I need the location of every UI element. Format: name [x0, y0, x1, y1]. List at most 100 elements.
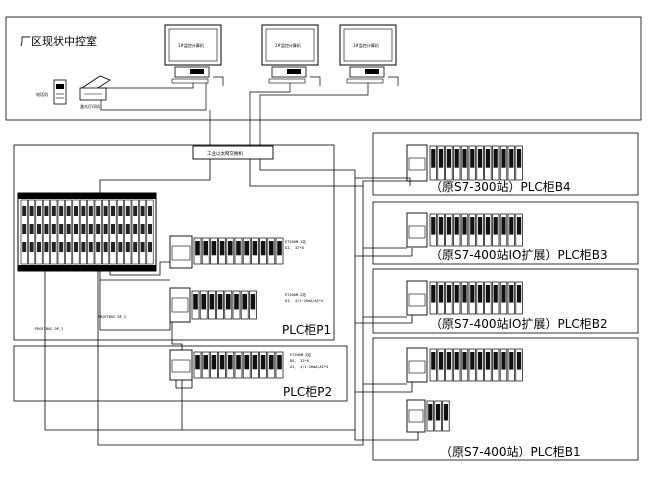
- io-module-face: [485, 149, 490, 168]
- io-module-face: [228, 355, 233, 370]
- io-module-face: [277, 355, 282, 370]
- io-module-face: [260, 355, 266, 370]
- io-module-face: [485, 352, 490, 370]
- io-module-face: [260, 241, 266, 256]
- io-module-face: [250, 294, 256, 310]
- plc-cabinet-b3-frame: [372, 201, 639, 265]
- rack-module-slot: [51, 206, 56, 216]
- rack-module-slot: [133, 224, 138, 234]
- io-module-face: [462, 217, 467, 235]
- io-module-face: [269, 355, 274, 370]
- control-room-title: 厂区现状中控室: [20, 34, 97, 48]
- io-module-face: [493, 149, 498, 168]
- io-module-face: [446, 352, 451, 370]
- io-module-face: [462, 285, 467, 303]
- io-module-face: [431, 352, 436, 370]
- plc-rack-b3: [406, 212, 523, 248]
- rack-module-slot: [51, 224, 56, 234]
- io-module-face: [436, 404, 441, 421]
- plc-cabinet-b4-frame: [372, 132, 639, 196]
- io-module-face: [234, 294, 239, 310]
- plc-rack-b1-cpu: [406, 399, 450, 433]
- plc-cabinet-b1-label: （原S7-400站）PLC柜B1: [440, 445, 581, 459]
- io-module-face: [509, 149, 514, 168]
- io-module-face: [509, 352, 514, 370]
- io-module-face: [269, 241, 274, 256]
- rack-module-slot: [81, 242, 86, 252]
- plc-rack-main-p1: [17, 192, 157, 272]
- io-module-face: [217, 294, 223, 310]
- et200m-station-1: [169, 235, 284, 269]
- rack-module-slot: [96, 224, 101, 234]
- io-module-face: [252, 241, 258, 256]
- io-module-face: [478, 217, 483, 235]
- computer-3-label: 3#监控计算机: [353, 42, 379, 48]
- io-module-face: [211, 241, 217, 256]
- io-module-face: [439, 217, 444, 235]
- io-module-face: [431, 149, 436, 168]
- io-module-face: [211, 355, 217, 370]
- rack-module-slot: [37, 206, 41, 216]
- rack-module-slot: [133, 206, 138, 216]
- plc-cabinet-p1-label: PLC柜P1: [282, 323, 331, 337]
- rack-module-slot: [103, 224, 108, 234]
- io-module-face: [454, 149, 459, 168]
- io-module-face: [462, 352, 467, 370]
- rack-module-slot: [103, 242, 108, 252]
- io-module-face: [228, 241, 233, 256]
- phone-label: 电话机: [36, 91, 48, 97]
- plc-cabinet-b1-frame: [372, 337, 639, 461]
- io-module-face: [470, 217, 475, 235]
- io-module-face: [439, 149, 444, 168]
- io-module-face: [203, 241, 208, 256]
- rack-module-slot: [44, 206, 49, 216]
- rack-module-slot: [133, 242, 138, 252]
- io-module-face: [193, 294, 198, 310]
- io-module-face: [195, 355, 200, 370]
- rack-module-slot: [29, 242, 34, 252]
- phone-icon: [53, 79, 67, 105]
- rack-module-slot: [96, 206, 101, 216]
- station-3-note-line-2: AI、 4/1~20mA/AI*4: [290, 365, 328, 369]
- io-module-face: [509, 285, 514, 303]
- io-module-face: [446, 285, 451, 303]
- io-module-face: [454, 352, 459, 370]
- io-module-face: [236, 241, 241, 256]
- station-3-note-line-1: DO、 32*8: [290, 359, 309, 363]
- rack-module-slot: [81, 224, 86, 234]
- io-module-face: [201, 294, 206, 310]
- plc-cabinet-p2-label: PLC柜P2: [283, 385, 332, 399]
- io-module-face: [219, 241, 225, 256]
- plc-cabinet-p2-frame: [13, 345, 348, 402]
- rack-module-slot: [37, 224, 41, 234]
- io-module-face: [501, 217, 506, 235]
- io-module-face: [517, 352, 522, 370]
- computer-1-label: 1#监控计算机: [178, 42, 204, 48]
- io-module-face: [236, 355, 241, 370]
- io-module-face: [501, 285, 506, 303]
- rack-module-slot: [125, 224, 130, 234]
- io-module-face: [485, 285, 490, 303]
- rack-module-slot: [66, 242, 71, 252]
- plc-rack-b2: [406, 280, 523, 316]
- io-module-face: [242, 294, 247, 310]
- io-module-face: [470, 352, 475, 370]
- rack-module-slot: [59, 224, 64, 234]
- rack-module-slot: [37, 242, 41, 252]
- io-module-face: [501, 352, 506, 370]
- io-module-face: [509, 217, 514, 235]
- rack-module-slot: [125, 206, 130, 216]
- rack-module-slot: [118, 242, 123, 252]
- io-module-face: [462, 149, 467, 168]
- station-1-note-title: ET200M-1站: [285, 239, 306, 244]
- io-module-face: [478, 285, 483, 303]
- laser-printer-icon: [79, 75, 111, 101]
- rack-module-slot: [148, 224, 152, 234]
- control-room-frame: [5, 16, 642, 121]
- plc-cabinet-b3-label: （原S7-400站IO扩展）PLC柜B3: [430, 248, 608, 262]
- io-module-face: [219, 355, 225, 370]
- io-module-face: [501, 149, 506, 168]
- computer-3: [339, 24, 397, 84]
- io-module-face: [431, 217, 436, 235]
